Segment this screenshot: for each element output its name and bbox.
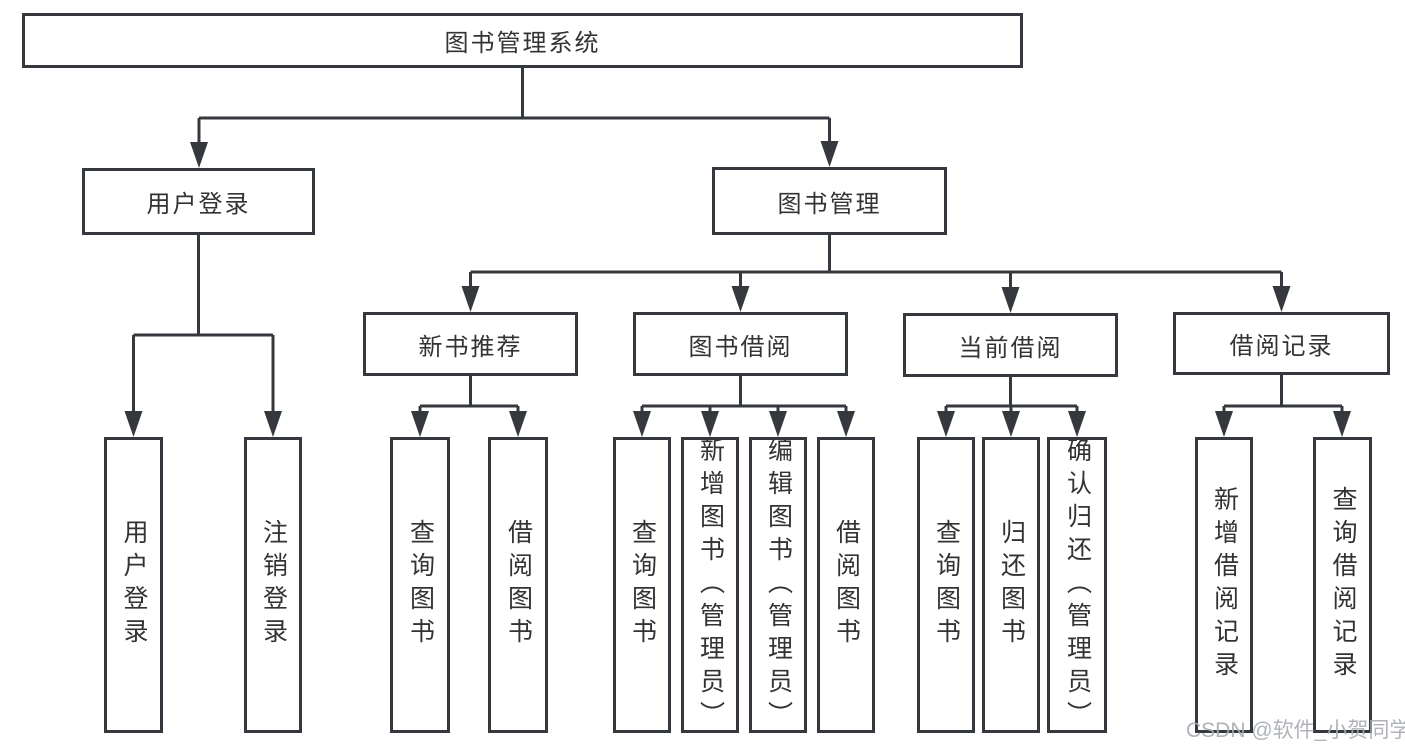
node-book-borrow-label: 图书借阅 (688, 333, 793, 361)
node-new-book-recommend-label: 新书推荐 (418, 333, 523, 361)
node-current-borrow-label: 当前借阅 (958, 334, 1063, 362)
node-book-management: 图书管理 (712, 167, 947, 235)
leaf-user-login: 用户登录 (104, 437, 163, 733)
leaf-add-book-admin: 新增图书（管理员） (681, 436, 739, 734)
node-user-login: 用户登录 (82, 168, 315, 235)
leaf-add-book-admin-label: 新增图书（管理员） (696, 436, 725, 734)
leaf-edit-book-admin-label: 编辑图书（管理员） (764, 436, 793, 734)
leaf-return-book: 归还图书 (982, 437, 1040, 733)
leaf-query-books-3: 查询图书 (917, 437, 975, 733)
watermark: CSDN @软件_小贺同学 (1186, 719, 1405, 742)
leaf-logout-label: 注销登录 (259, 519, 288, 651)
leaf-query-books-2: 查询图书 (613, 437, 671, 733)
node-user-login-label: 用户登录 (146, 191, 251, 218)
node-borrow-records-label: 借阅记录 (1229, 333, 1334, 360)
leaf-query-borrow-record: 查询借阅记录 (1313, 437, 1372, 733)
leaf-borrow-books-2: 借阅图书 (817, 437, 875, 733)
node-root: 图书管理系统 (22, 13, 1023, 68)
leaf-query-books-1-label: 查询图书 (406, 519, 435, 651)
leaf-borrow-books-1-label: 借阅图书 (504, 519, 533, 651)
node-current-borrow: 当前借阅 (903, 313, 1118, 377)
leaf-logout: 注销登录 (244, 437, 302, 733)
leaf-query-books-1: 查询图书 (390, 437, 450, 733)
leaf-return-book-label: 归还图书 (997, 519, 1026, 651)
leaf-query-books-2-label: 查询图书 (628, 519, 657, 651)
leaf-borrow-books-2-label: 借阅图书 (832, 519, 861, 651)
leaf-add-borrow-record-label: 新增借阅记录 (1210, 486, 1239, 684)
leaf-borrow-books-1: 借阅图书 (488, 437, 548, 733)
leaf-confirm-return-admin-label: 确认归还（管理员） (1063, 436, 1092, 734)
arrowheads (124, 141, 1351, 437)
leaf-query-books-3-label: 查询图书 (932, 519, 961, 651)
leaf-edit-book-admin: 编辑图书（管理员） (749, 436, 807, 734)
node-borrow-records: 借阅记录 (1173, 312, 1390, 375)
leaf-confirm-return-admin: 确认归还（管理员） (1047, 436, 1107, 734)
leaf-query-borrow-record-label: 查询借阅记录 (1329, 486, 1357, 684)
leaf-add-borrow-record: 新增借阅记录 (1195, 437, 1253, 733)
node-book-borrow: 图书借阅 (633, 312, 848, 376)
leaf-user-login-label: 用户登录 (120, 519, 148, 651)
node-new-book-recommend: 新书推荐 (363, 312, 578, 376)
node-root-label: 图书管理系统 (444, 30, 601, 57)
node-book-management-label: 图书管理 (777, 190, 882, 218)
